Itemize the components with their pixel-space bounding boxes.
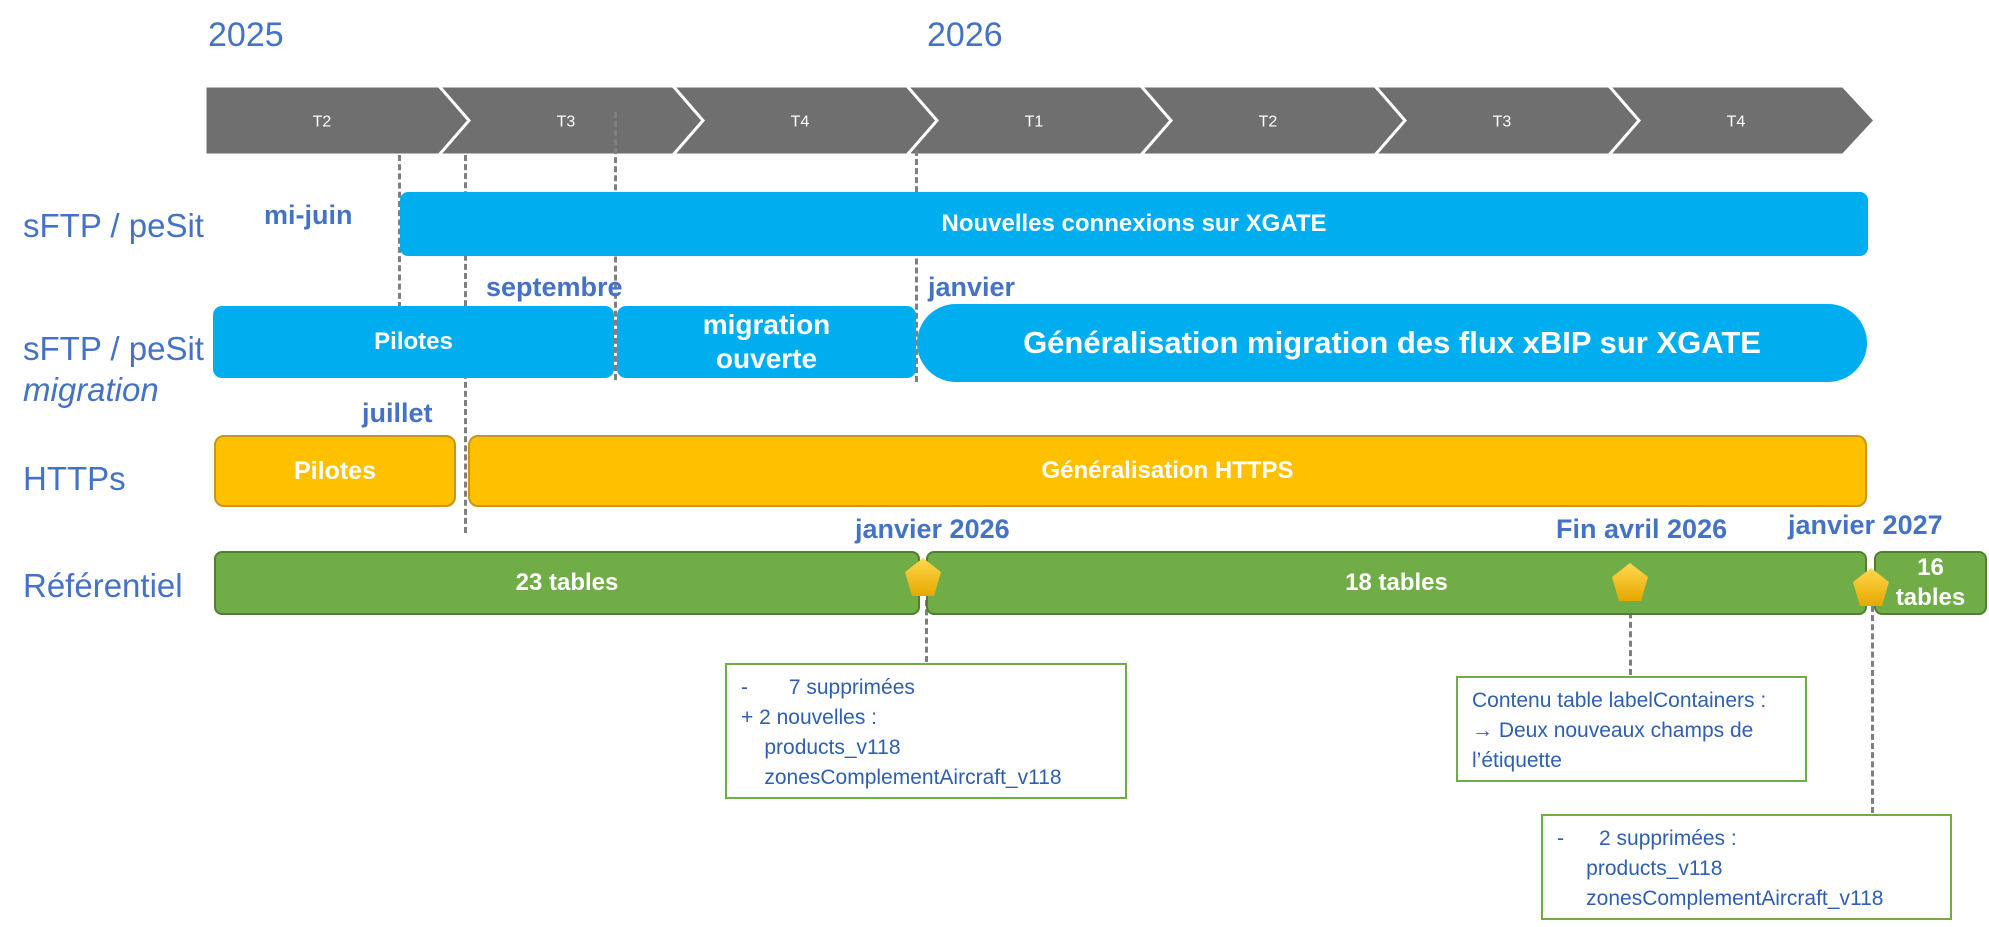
note1-line4: zonesComplementAircraft_v118 xyxy=(741,766,1062,789)
quarter-timeline: T2 T3 T4 T1 T2 T3 T4 xyxy=(203,84,1878,157)
row-label-https: HTTPs xyxy=(23,460,126,497)
marker-mi-juin: mi-juin xyxy=(264,200,353,230)
marker-fin-avril-2026: Fin avril 2026 xyxy=(1556,514,1728,544)
bar-16-tables: 16 tables xyxy=(1874,551,1987,615)
note2-line1: Contenu table labelContainers : xyxy=(1472,689,1767,712)
year-2026: 2026 xyxy=(927,16,1003,54)
note1-line2: + 2 nouvelles : xyxy=(741,706,878,729)
row-label-sftp-migration: sFTP / peSit migration xyxy=(23,328,204,411)
quarter-label-6: T3 xyxy=(1493,114,1512,131)
guide-line-note3 xyxy=(1871,606,1874,813)
quarter-label-4: T1 xyxy=(1025,114,1044,131)
quarter-label-7: T4 xyxy=(1727,114,1746,131)
guide-line-note1 xyxy=(925,600,928,662)
quarter-chevron-7 xyxy=(1605,84,1878,157)
row-label-sftp-migration-main: sFTP / peSit xyxy=(23,330,204,367)
note-janvier-2027: - 2 supprimées : products_v118 zonesComp… xyxy=(1541,814,1952,920)
bar-generalisation-https: Généralisation HTTPS xyxy=(468,435,1867,507)
milestone-janvier-2027 xyxy=(1853,568,1889,606)
guide-line-janvier xyxy=(915,150,918,382)
note3-line2: products_v118 xyxy=(1557,857,1723,880)
marker-janvier-2026: janvier 2026 xyxy=(855,514,1010,544)
row-label-sftp: sFTP / peSit xyxy=(23,207,204,244)
note3-line1: - 2 supprimées : xyxy=(1557,827,1737,850)
bar-nouvelles-connexions: Nouvelles connexions sur XGATE xyxy=(400,192,1868,256)
milestone-janvier-2026 xyxy=(905,558,941,596)
note-janvier-2026: - 7 supprimées + 2 nouvelles : products_… xyxy=(725,663,1127,799)
marker-septembre: septembre xyxy=(486,272,623,302)
marker-janvier-2027: janvier 2027 xyxy=(1788,510,1943,540)
note-fin-avril-2026: Contenu table labelContainers : → Deux n… xyxy=(1456,676,1807,782)
note2-line3: l’étiquette xyxy=(1472,749,1562,772)
row-label-referentiel: Référentiel xyxy=(23,567,183,604)
bar-pilotes-https: Pilotes xyxy=(214,435,456,507)
note3-line3: zonesComplementAircraft_v118 xyxy=(1557,887,1884,910)
year-2025: 2025 xyxy=(208,16,284,54)
guide-line-note2 xyxy=(1629,603,1632,675)
note1-line1: - 7 supprimées xyxy=(741,676,915,699)
quarter-label-3: T4 xyxy=(791,114,810,131)
note1-line3: products_v118 xyxy=(741,736,901,759)
note2-line2: → Deux nouveaux champs de xyxy=(1472,719,1754,742)
bar-generalisation-migration: Généralisation migration des flux xBIP s… xyxy=(917,304,1867,382)
quarter-label-5: T2 xyxy=(1259,114,1278,131)
guide-line-mi-juin xyxy=(398,155,401,308)
bar-migration-ouverte: migration ouverte xyxy=(617,306,916,378)
milestone-fin-avril-2026 xyxy=(1612,563,1648,601)
quarter-label-1: T2 xyxy=(313,114,332,131)
quarter-label-2: T3 xyxy=(557,114,576,131)
bar-18-tables: 18 tables xyxy=(926,551,1867,615)
bar-23-tables: 23 tables xyxy=(214,551,920,615)
marker-juillet: juillet xyxy=(362,398,433,428)
row-label-sftp-migration-sub: migration xyxy=(23,371,159,409)
bar-pilotes-sftp: Pilotes xyxy=(213,306,614,378)
marker-janvier: janvier xyxy=(928,272,1016,302)
